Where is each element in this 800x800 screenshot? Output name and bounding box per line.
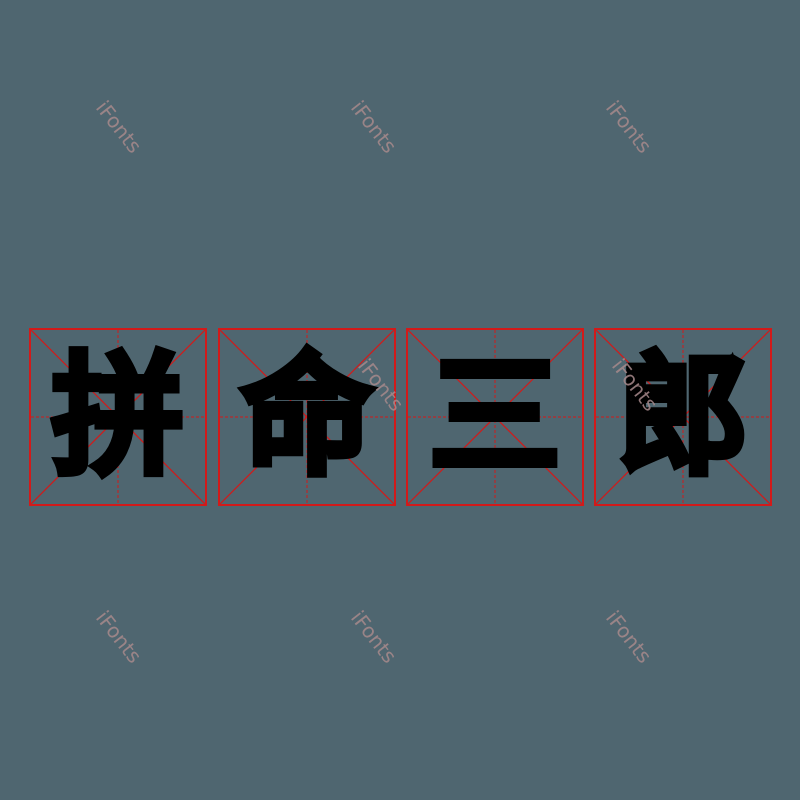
title-character: 郎 [614,340,752,494]
watermark-text: iFonts [91,96,147,158]
watermark-text: iFonts [346,606,402,668]
char-box-1: 拼 [29,328,207,506]
watermark-text: iFonts [601,606,657,668]
title-character: 命 [238,340,376,494]
mi-grid-icon [596,330,770,504]
mi-grid-icon [31,330,205,504]
watermark-text: iFonts [346,96,402,158]
char-box-2: 命 iFonts [218,328,409,506]
char-box-4: 郎 iFonts [594,328,772,506]
mi-grid-icon [408,330,582,504]
title-character: 三 [426,340,564,494]
title-character: 拼 [49,340,187,494]
mi-grid-icon [220,330,394,504]
watermark-text: iFonts [601,96,657,158]
watermark-text: iFonts [91,606,147,668]
char-box-3: 三 [406,328,584,506]
